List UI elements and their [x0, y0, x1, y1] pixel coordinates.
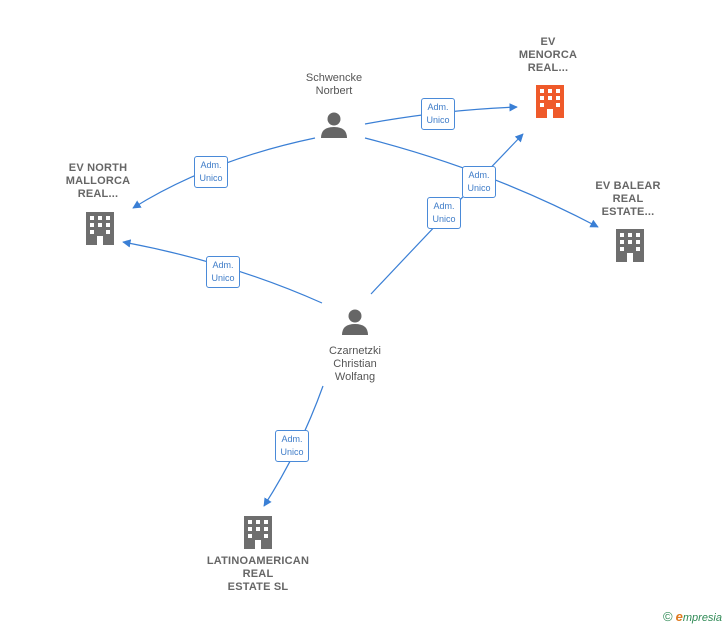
- label-line: EV BALEAR: [595, 180, 661, 192]
- building-icon-latinoamerican: [244, 516, 272, 549]
- edge-label-czarnetzki-ev-menorca[interactable]: Adm. Unico: [427, 197, 461, 229]
- edge-label-role: Adm.: [200, 160, 222, 170]
- edge-label-role: Adm.: [433, 201, 455, 211]
- building-icon-ev-north: [86, 212, 114, 245]
- edge-label-schwencke-ev-menorca[interactable]: Adm. Unico: [421, 98, 455, 130]
- edge-label-type: Unico: [432, 214, 456, 224]
- label-line: LATINOAMERICAN: [206, 555, 310, 567]
- empresia-logo-icon: e: [675, 609, 683, 624]
- edge-label-schwencke-ev-balear[interactable]: Adm. Unico: [462, 166, 496, 198]
- label-line: MENORCA: [518, 49, 578, 61]
- label-line: ESTATE SL: [227, 581, 289, 593]
- edge-label-type: Unico: [280, 447, 304, 457]
- edge-label-role: Adm.: [212, 260, 234, 270]
- label-line: Wolfang: [334, 371, 376, 383]
- label-line: Christian: [333, 358, 377, 370]
- building-icon-ev-balear: [616, 229, 644, 262]
- edge-label-czarnetzki-latinoamerican[interactable]: Adm. Unico: [275, 430, 309, 462]
- edge-label-type: Unico: [211, 273, 235, 283]
- label-line: ESTATE...: [601, 206, 655, 218]
- edge-label-role: Adm.: [281, 434, 303, 444]
- edge-label-type: Unico: [199, 173, 223, 183]
- label-line: EV: [540, 36, 556, 48]
- empresia-brand[interactable]: ©empresia: [663, 609, 722, 624]
- person-icon-czarnetzki: [342, 309, 368, 335]
- edge-label-type: Unico: [426, 115, 450, 125]
- label-line: REAL: [612, 193, 644, 205]
- label-line: REAL...: [527, 62, 569, 74]
- copyright-icon: ©: [663, 609, 673, 624]
- label-line: REAL: [242, 568, 274, 580]
- label-line: Czarnetzki: [329, 345, 381, 357]
- label-line: MALLORCA: [65, 175, 131, 187]
- person-icon-schwencke: [321, 112, 347, 138]
- edge-label-type: Unico: [467, 183, 491, 193]
- edge-label-role: Adm.: [427, 102, 449, 112]
- building-icon-ev-menorca: [536, 85, 564, 118]
- label-line: Schwencke: [305, 72, 363, 84]
- brand-name: mpresia: [682, 612, 722, 624]
- edge-label-czarnetzki-ev-north[interactable]: Adm. Unico: [206, 256, 240, 288]
- edge-label-role: Adm.: [468, 170, 490, 180]
- label-line: Norbert: [315, 85, 353, 97]
- edge-label-schwencke-ev-north[interactable]: Adm. Unico: [194, 156, 228, 188]
- label-line: REAL...: [77, 188, 119, 200]
- label-line: EV NORTH: [68, 162, 128, 174]
